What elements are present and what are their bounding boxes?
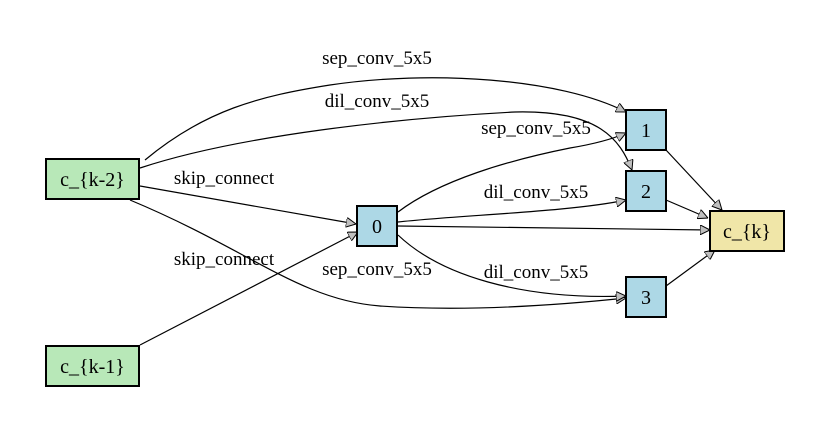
node-3-box bbox=[625, 276, 667, 318]
node-1-box bbox=[625, 109, 667, 151]
edge-ck2-to-3 bbox=[129, 199, 626, 309]
edge-0-to-2 bbox=[397, 200, 626, 223]
node-ck2-box bbox=[45, 158, 140, 200]
node-ck1-box bbox=[45, 345, 140, 387]
edge-labels: sep_conv_5x5 dil_conv_5x5 skip_connect s… bbox=[174, 48, 591, 283]
edge-label-ck2-to-2: dil_conv_5x5 bbox=[325, 91, 430, 112]
node-ck1-label: c_{k-1} bbox=[60, 356, 125, 378]
node-3-label: 3 bbox=[641, 287, 651, 309]
edge-ck2-to-2 bbox=[139, 111, 632, 170]
edge-label-ck2-to-3: sep_conv_5x5 bbox=[322, 259, 432, 280]
edge-label-ck1-to-0: skip_connect bbox=[174, 249, 275, 270]
node-2: 2 bbox=[625, 170, 667, 212]
node-ck2-label: c_{k-2} bbox=[60, 169, 125, 191]
node-1: 1 bbox=[625, 109, 667, 151]
edge-label-0-to-1: sep_conv_5x5 bbox=[481, 118, 591, 139]
edge-0-to-3 bbox=[397, 234, 626, 296]
node-ck1: c_{k-1} bbox=[45, 345, 140, 387]
node-ck2: c_{k-2} bbox=[45, 158, 140, 200]
node-ck-label: c_{k} bbox=[723, 221, 771, 243]
edge-label-ck2-to-0: skip_connect bbox=[174, 168, 275, 189]
edge-3-to-ck bbox=[665, 250, 715, 287]
edge-ck2-to-1 bbox=[144, 77, 626, 161]
edge-label-0-to-2: dil_conv_5x5 bbox=[484, 182, 589, 203]
node-0-label: 0 bbox=[372, 216, 382, 238]
edge-label-0-to-3: dil_conv_5x5 bbox=[484, 262, 589, 283]
edge-ck1-to-0 bbox=[139, 231, 358, 346]
edge-0-to-ck bbox=[397, 226, 710, 230]
node-ck-box bbox=[709, 210, 785, 252]
edge-2-to-ck bbox=[665, 199, 708, 218]
edge-0-to-1 bbox=[397, 133, 626, 213]
node-ck: c_{k} bbox=[709, 210, 785, 252]
edge-1-to-ck bbox=[665, 149, 722, 210]
node-2-label: 2 bbox=[641, 181, 651, 203]
node-0: 0 bbox=[356, 205, 398, 247]
edge-label-ck2-to-1: sep_conv_5x5 bbox=[322, 48, 432, 69]
node-0-box bbox=[356, 205, 398, 247]
node-1-label: 1 bbox=[641, 120, 651, 142]
node-2-box bbox=[625, 170, 667, 212]
edges bbox=[129, 77, 722, 346]
node-3: 3 bbox=[625, 276, 667, 318]
edge-ck2-to-0 bbox=[139, 185, 356, 224]
